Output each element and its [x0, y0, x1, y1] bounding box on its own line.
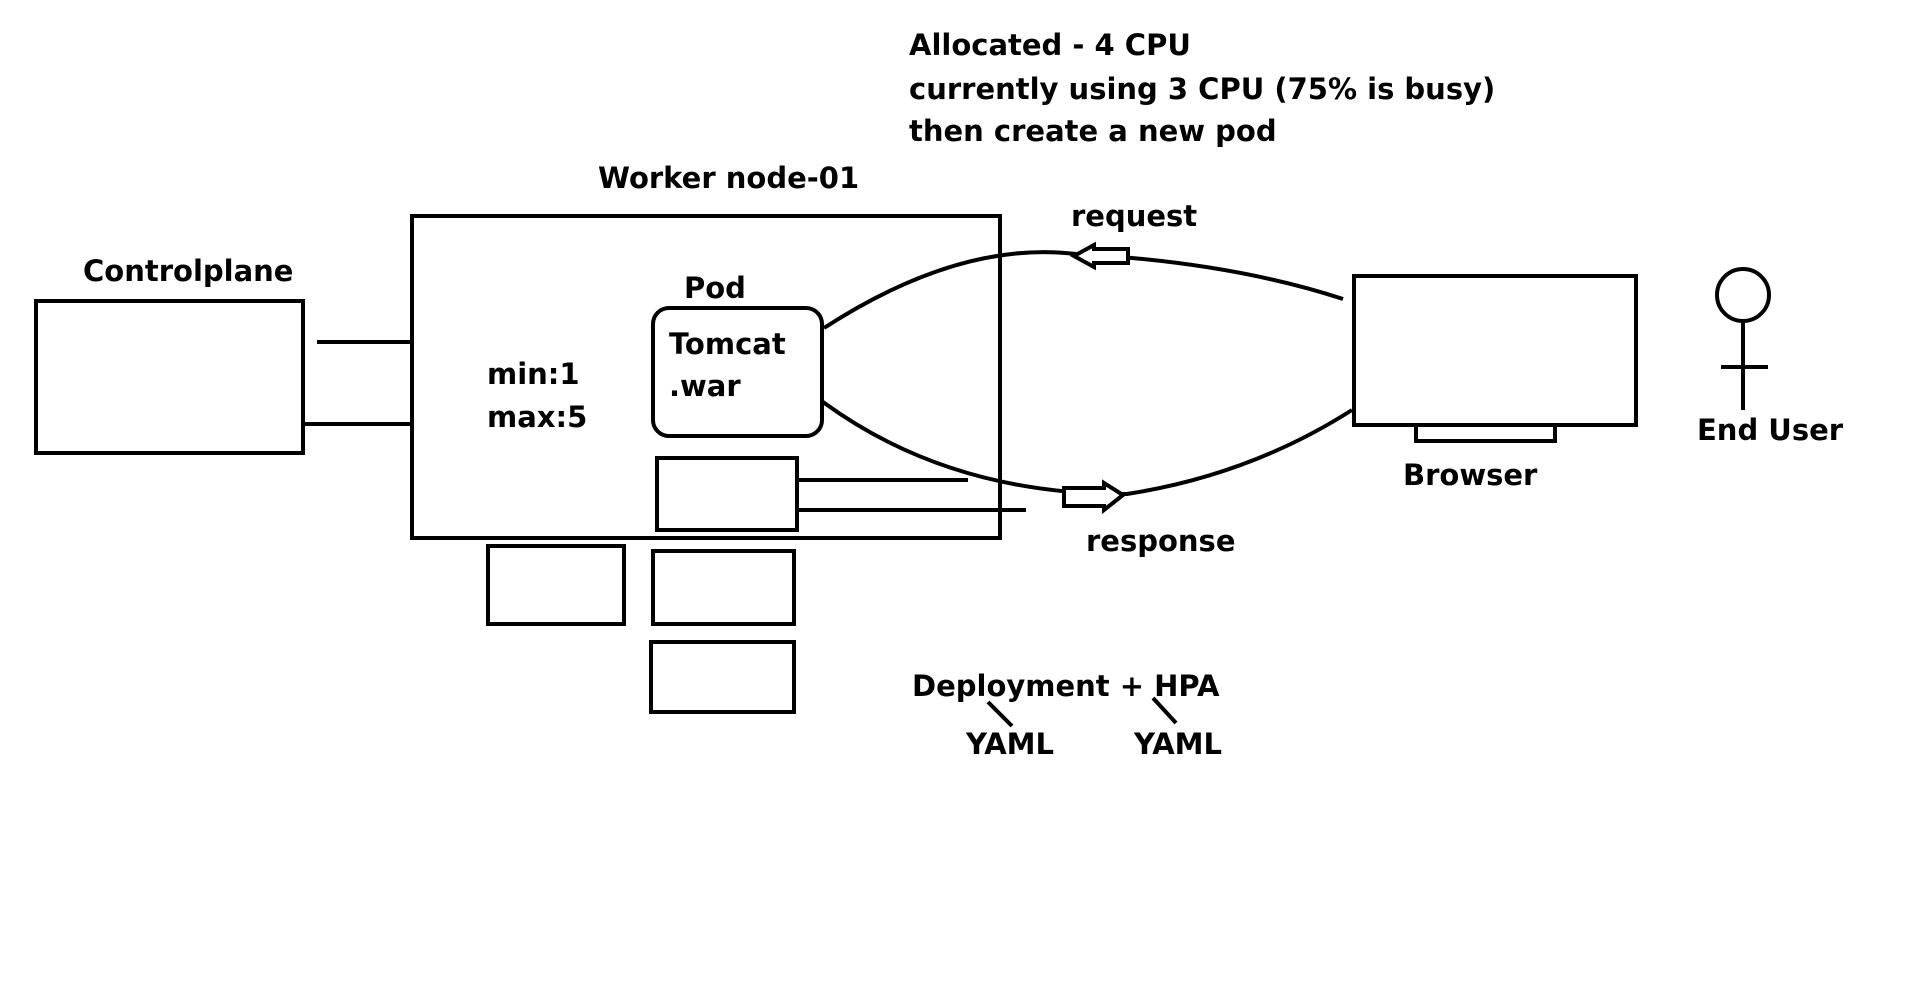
manifests-title: Deployment + HPA	[912, 669, 1220, 703]
pod-label: Pod	[684, 271, 746, 305]
replica-box	[655, 456, 799, 532]
request-label: request	[1071, 199, 1197, 233]
worker-node-label: Worker node-01	[598, 161, 859, 195]
browser-label: Browser	[1403, 458, 1538, 492]
controlplane-box	[34, 299, 305, 455]
note-usage: currently using 3 CPU (75% is busy)	[909, 72, 1495, 106]
hpa-yaml-label: YAML	[1133, 727, 1222, 761]
replica-box	[486, 544, 626, 626]
pod-box	[651, 306, 824, 438]
controlplane-label: Controlplane	[83, 254, 293, 288]
note-allocated: Allocated - 4 CPU	[909, 28, 1191, 62]
replica-box	[649, 640, 796, 714]
response-arrow-icon	[1062, 479, 1127, 515]
deployment-yaml-label: YAML	[965, 727, 1054, 761]
end-user-head-icon	[1715, 267, 1771, 323]
end-user-label: End User	[1697, 413, 1844, 447]
pod-content-tomcat: Tomcat	[669, 327, 786, 361]
request-arrow-icon	[1069, 241, 1130, 271]
browser-stand	[1414, 423, 1557, 443]
replica-max: max:5	[487, 400, 587, 434]
pod-content-war: .war	[669, 369, 741, 403]
hpa-yaml-connector	[1151, 696, 1178, 725]
replica-box	[651, 549, 796, 626]
browser-box	[1352, 274, 1638, 427]
replica-min: min:1	[487, 357, 580, 391]
note-action: then create a new pod	[909, 114, 1277, 148]
response-label: response	[1086, 524, 1236, 558]
deployment-yaml-connector	[986, 700, 1014, 728]
